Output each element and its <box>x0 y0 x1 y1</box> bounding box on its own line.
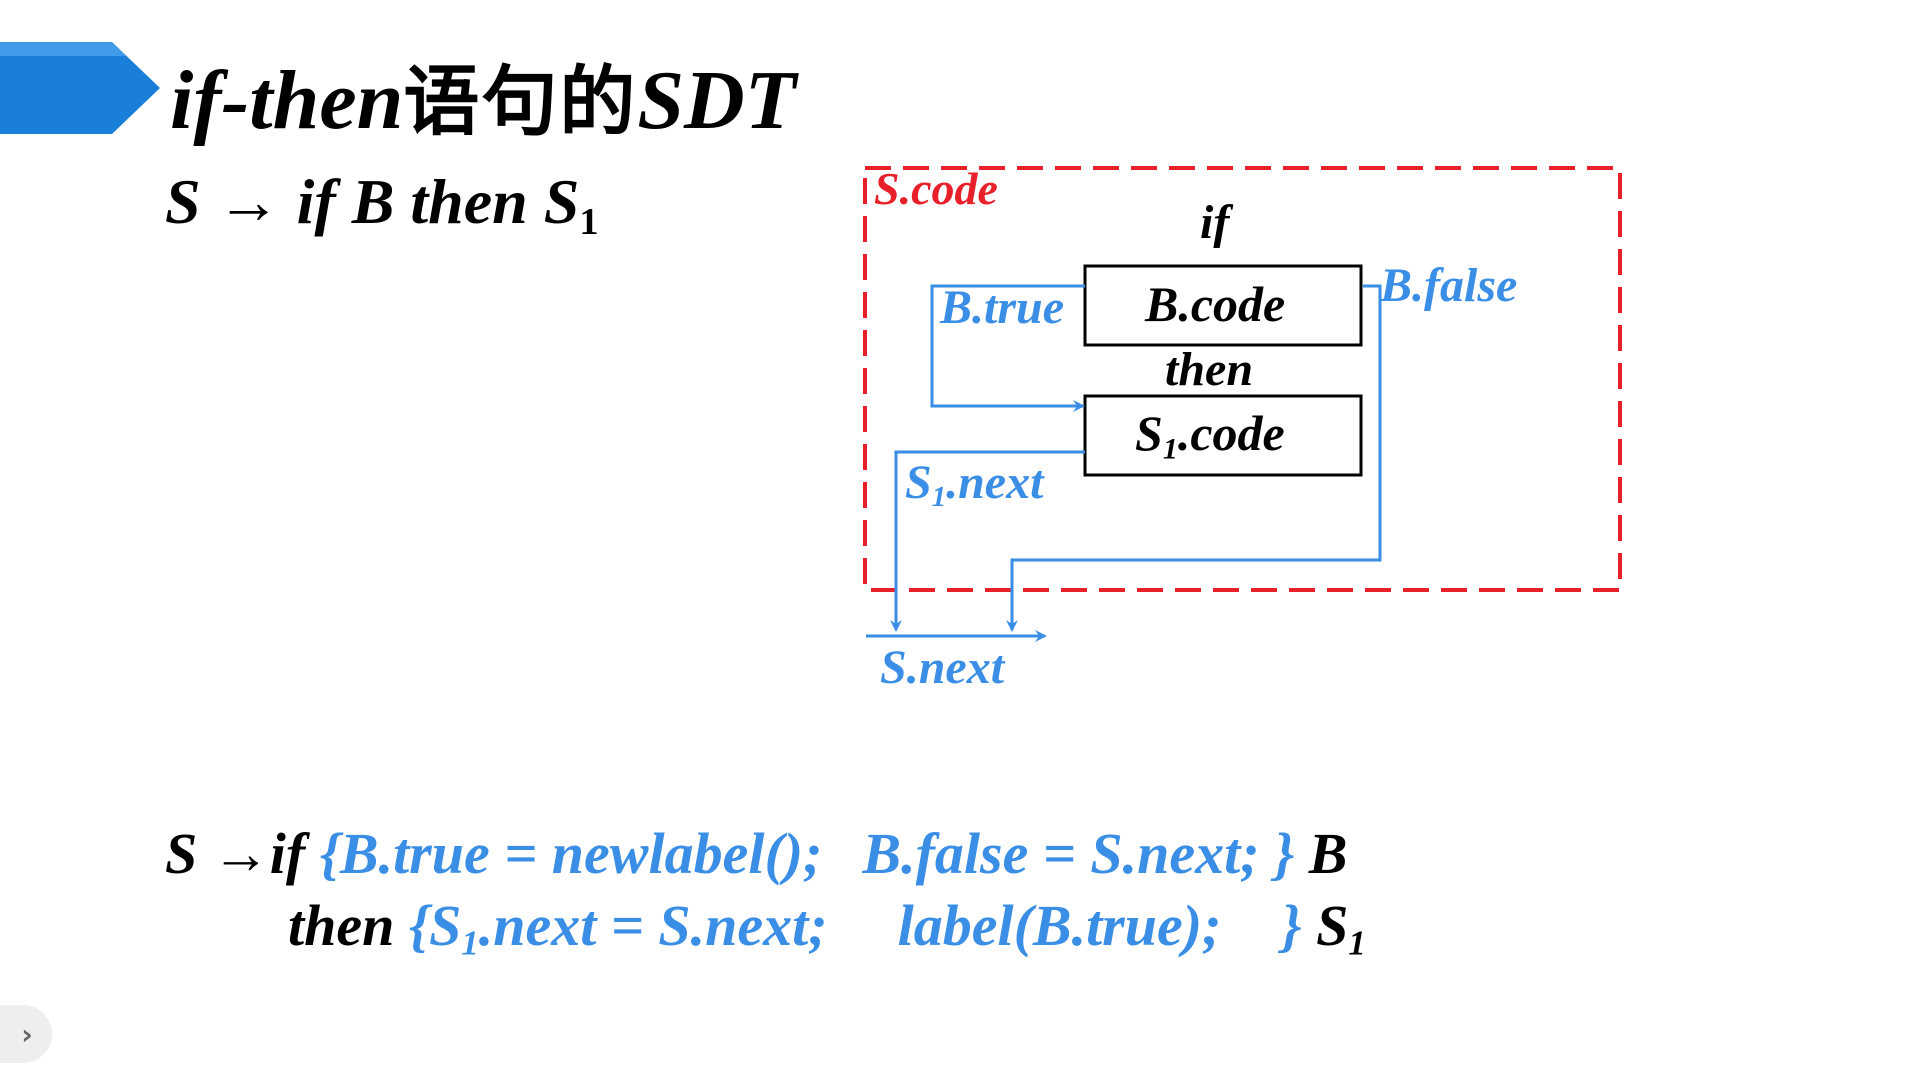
rule2-tail: S1 <box>1316 893 1366 961</box>
sdt-rule-line-2: then {S1.next = S.next;label(B.true);} S… <box>288 892 1366 961</box>
rule2-kw: then <box>288 893 395 958</box>
rule1-action2: B.false = S.next; } <box>862 821 1295 886</box>
header-banner <box>0 42 160 134</box>
then-keyword: then <box>1165 343 1254 396</box>
bcode-label: B.code <box>1145 276 1286 332</box>
s1next-rest: .next <box>946 456 1044 509</box>
sdt-rule-line-1: S →if {B.true = newlabel(); B.false = S.n… <box>165 820 1347 887</box>
scode-label: S.code <box>874 163 998 214</box>
s1next-sub: 1 <box>931 481 947 514</box>
rule2-close: } <box>1281 893 1302 958</box>
production-rule: S → if B then S1 <box>165 165 599 241</box>
s1code-sub: 1 <box>1162 432 1178 466</box>
s1next-main: S <box>905 456 932 509</box>
rule1-tail: B <box>1308 821 1348 886</box>
rule2-tail-main: S <box>1316 893 1349 958</box>
title-part1: if-then <box>170 54 404 147</box>
s1code-label: S1.code <box>1135 404 1285 466</box>
s1next-label: S1.next <box>905 455 1044 514</box>
s1code-rest: .code <box>1177 405 1285 461</box>
production-lhs: S <box>165 166 201 237</box>
rule2-tail-sub: 1 <box>1348 923 1366 963</box>
bfalse-label: B.false <box>1380 259 1518 312</box>
rule2-action2: label(B.true); <box>897 893 1222 958</box>
slide-title: if-then语句的SDT <box>170 40 796 150</box>
rule2-action1-open: {S <box>408 893 462 958</box>
rule2-action1-rest: .next = S.next; <box>478 893 828 958</box>
rule1-action1: {B.true = newlabel(); <box>319 821 823 886</box>
title-part3: SDT <box>637 54 797 147</box>
rule1-lhs: S →if <box>165 821 306 886</box>
production-body: if B then S <box>296 166 580 237</box>
s1code-main: S <box>1135 405 1163 461</box>
chevron-right-icon: › <box>21 1017 33 1051</box>
btrue-label: B.true <box>940 281 1065 334</box>
rule2-action1-sub: 1 <box>461 923 479 963</box>
if-keyword: if <box>1200 196 1230 249</box>
production-sub: 1 <box>579 200 599 243</box>
slide-nav-button[interactable]: › <box>0 1005 52 1063</box>
rule2-action1: {S1.next = S.next; <box>408 893 828 961</box>
snext-label: S.next <box>880 641 1005 694</box>
production-arrow: → <box>216 166 281 237</box>
title-part2: 语句的 <box>403 57 638 146</box>
